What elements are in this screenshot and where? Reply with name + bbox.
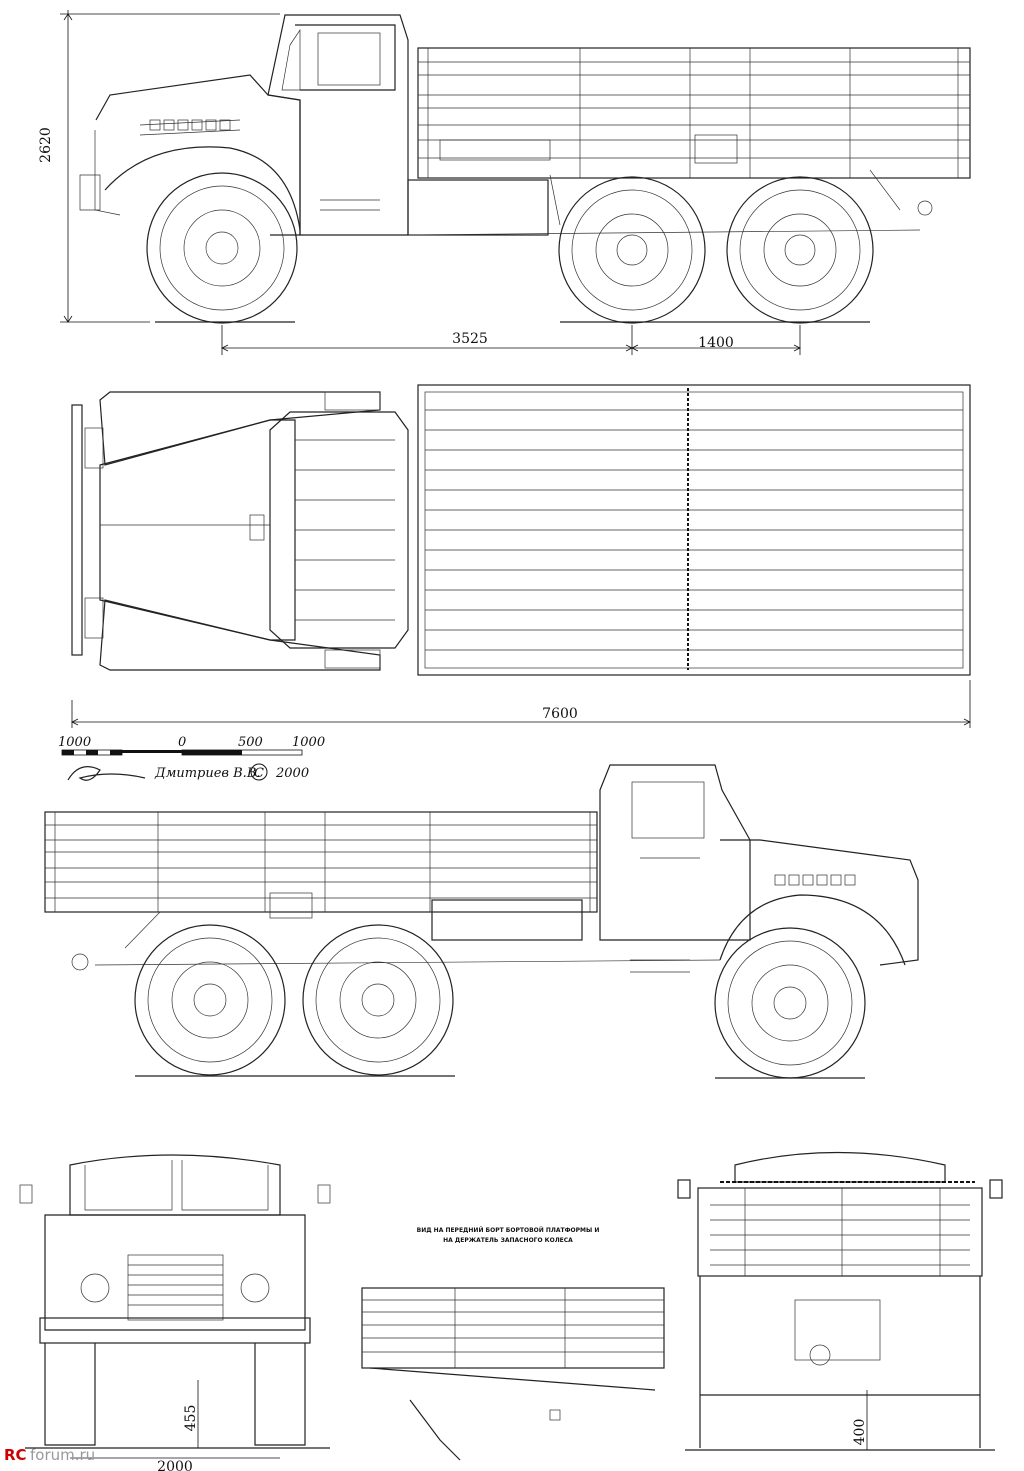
front-board-view: ВИД НА ПЕРЕДНИЙ БОРТ БОРТОВОЙ ПЛАТФОРМЫ …	[361, 1226, 665, 1461]
rear-wheel-2	[726, 176, 874, 324]
scale-mid-label: 500	[238, 735, 263, 750]
dimension-height: 2620	[38, 10, 280, 323]
dimension-front-ground: 455	[183, 1380, 199, 1448]
scale-right-label: 1000	[292, 735, 325, 750]
hood-vents	[149, 119, 231, 131]
dimension-front-track: 2000	[70, 1457, 280, 1471]
note-line-2: НА ДЕРЖАТЕЛЬ ЗАПАСНОГО КОЛЕСА	[443, 1237, 573, 1244]
side-view-right	[44, 764, 919, 1079]
watermark-rc: RC	[4, 1446, 27, 1464]
author-year: 2000	[275, 766, 309, 781]
rear-wheel-1	[558, 176, 706, 324]
hood-vents-right	[774, 874, 856, 886]
watermark: RC forum.ru	[4, 1446, 95, 1464]
wheelbase-label: 3525	[452, 331, 488, 347]
top-view: 7600	[71, 384, 971, 728]
height-label: 2620	[38, 127, 54, 163]
front-track-label: 2000	[157, 1459, 193, 1471]
dimension-wheelbase: 3525 1400	[221, 325, 801, 355]
front-wheel-right	[714, 927, 866, 1079]
rear-wheel-right-1	[134, 924, 286, 1076]
signature-scribble	[67, 766, 146, 781]
author-name: Дмитриев В.В.	[154, 766, 261, 781]
front-wheel	[146, 172, 298, 324]
dimension-length: 7600	[71, 680, 971, 728]
rear-wheel-right-2	[302, 924, 454, 1076]
rear-ground-label: 400	[852, 1419, 868, 1446]
dimension-rear-ground: 400	[852, 1390, 868, 1450]
rear-view: 400	[677, 1151, 1003, 1451]
scale-left-label: 1000	[58, 735, 91, 750]
note-line-1: ВИД НА ПЕРЕДНИЙ БОРТ БОРТОВОЙ ПЛАТФОРМЫ …	[417, 1226, 600, 1234]
watermark-site: forum.ru	[30, 1446, 95, 1464]
side-view-left: 2620 3525 1400	[38, 10, 971, 355]
scale-bar: 1000 0 500 1000	[58, 735, 325, 756]
front-ground-label: 455	[183, 1405, 199, 1432]
scale-zero-label: 0	[178, 735, 186, 750]
author-signature: Дмитриев В.В. C 2000	[67, 763, 309, 781]
bogie-label: 1400	[698, 335, 734, 351]
length-label: 7600	[542, 706, 578, 722]
copyright-symbol: C	[254, 766, 264, 781]
front-view: 455 2000	[19, 1154, 331, 1471]
